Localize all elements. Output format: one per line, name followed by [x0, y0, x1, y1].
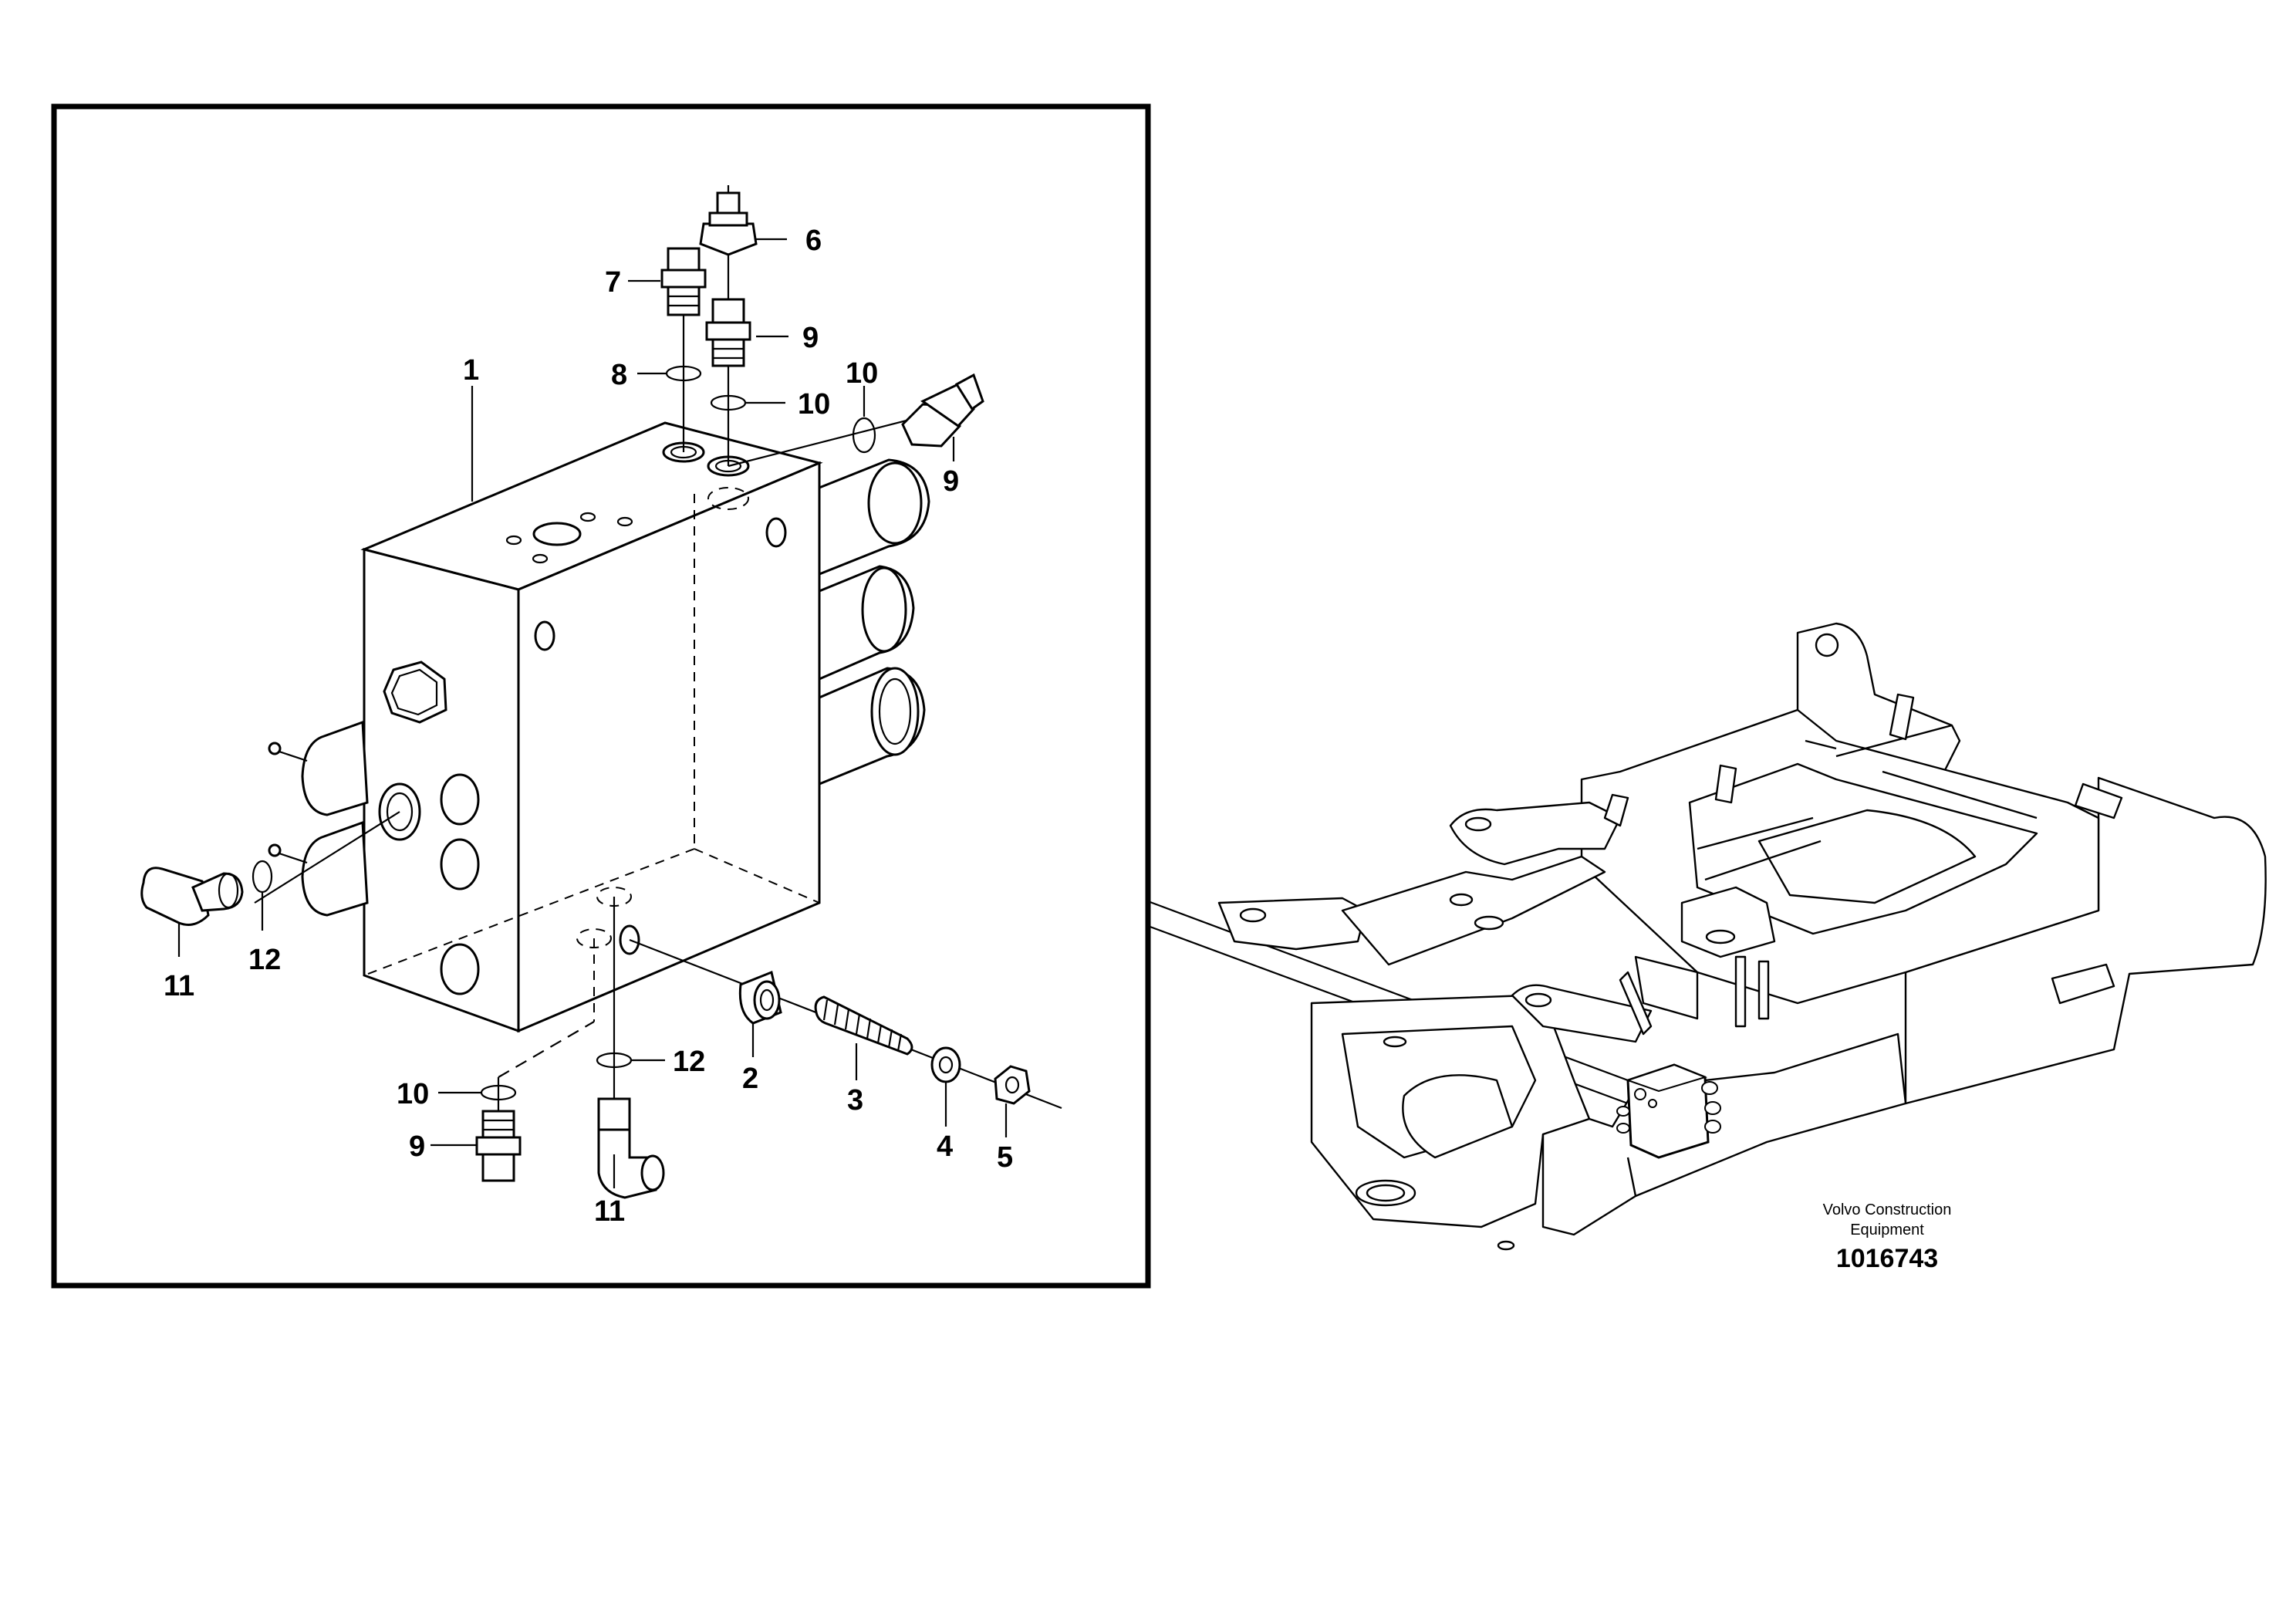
callout-11-left: 11: [164, 970, 194, 1002]
brand-name-line2: Equipment: [1850, 1222, 1924, 1238]
callout-5: 5: [997, 1141, 1013, 1174]
part-9-nipple-bottom: [475, 1110, 522, 1182]
part-12-oring-left: [252, 860, 273, 894]
callout-1: 1: [463, 354, 479, 387]
part-7-nipple: [660, 247, 707, 316]
callout-3: 3: [847, 1084, 863, 1117]
part-10-oring-side: [852, 417, 876, 454]
valve-block-location: [1616, 1063, 1721, 1159]
part-9-nipple-side: [901, 373, 984, 448]
part-4-washer: [930, 1046, 961, 1083]
part-5-nut: [994, 1065, 1031, 1105]
callout-4: 4: [937, 1130, 953, 1163]
part-11-elbow-bottom: [597, 1097, 665, 1199]
part-6-adapter: [699, 191, 758, 256]
callout-8: 8: [611, 359, 627, 391]
valve-block: [268, 421, 930, 1033]
document-number: 1016743: [1836, 1244, 1938, 1273]
part-2-sleeve: [738, 970, 782, 1025]
callout-7: 7: [605, 266, 621, 299]
callout-9-top: 9: [802, 322, 819, 354]
callout-10-side: 10: [846, 357, 878, 390]
part-9-nipple-top: [705, 298, 751, 367]
callout-9-side: 9: [943, 465, 959, 498]
detail-frame: [51, 103, 1151, 1289]
part-3-spring: [814, 995, 913, 1056]
callout-12-left: 12: [248, 944, 281, 976]
machine-frame: [1217, 622, 2267, 1251]
callout-9-bottom: 9: [409, 1130, 425, 1163]
brand-name-line1: Volvo Construction: [1823, 1201, 1952, 1218]
callout-6: 6: [805, 225, 822, 257]
callout-12-bottom: 12: [673, 1046, 705, 1078]
callout-leaders: [177, 238, 1008, 1188]
callout-2: 2: [742, 1063, 758, 1095]
callout-10-bottom: 10: [397, 1078, 429, 1110]
callout-11-bottom: 11: [594, 1195, 625, 1228]
part-11-elbow-left: [140, 867, 244, 926]
callout-10-top: 10: [798, 388, 830, 421]
